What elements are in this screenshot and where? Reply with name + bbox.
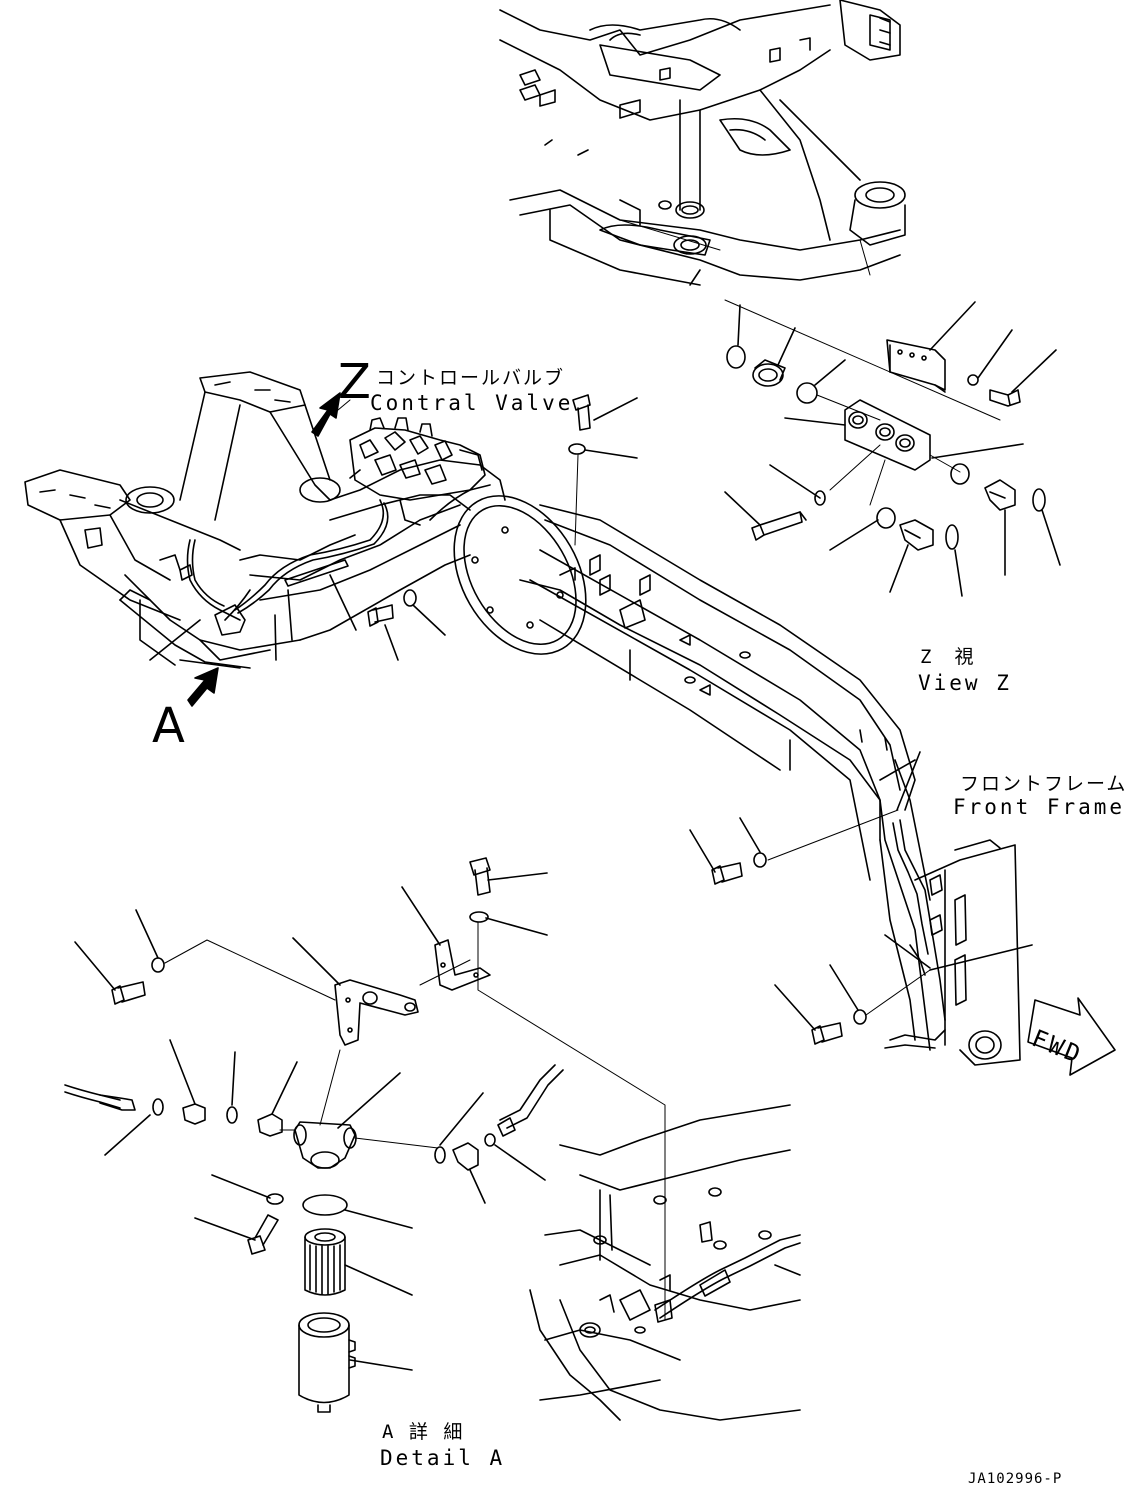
view-a-arrow xyxy=(187,667,219,707)
view-z-label-jp: Z 視 xyxy=(920,646,976,668)
view-z-label-en: View Z xyxy=(918,671,1012,695)
filter-element xyxy=(304,1228,346,1296)
elbow-fitting xyxy=(899,519,934,551)
washer xyxy=(469,911,489,923)
control-valve xyxy=(349,417,486,501)
o-ring xyxy=(484,1133,496,1147)
washer xyxy=(568,443,586,455)
detail-a-label-jp: A 詳 細 xyxy=(382,1421,465,1443)
bracket-plate xyxy=(886,339,946,393)
o-ring xyxy=(726,345,746,369)
o-ring xyxy=(152,1098,164,1116)
filter-o-ring xyxy=(302,1194,348,1216)
bolt xyxy=(751,511,807,541)
bolt xyxy=(367,604,394,627)
bolt xyxy=(811,1022,843,1045)
rear-frame-left xyxy=(24,371,506,669)
o-ring xyxy=(950,463,970,485)
detail-a-parts xyxy=(64,857,666,1413)
view-z-arrow xyxy=(311,392,341,437)
washer xyxy=(753,852,767,868)
front-frame-label-jp: フロントフレーム xyxy=(960,773,1128,795)
o-ring xyxy=(434,1146,446,1164)
front-frame-label-en: Front Frame xyxy=(953,795,1126,819)
washer xyxy=(151,957,165,973)
filter-case xyxy=(298,1312,356,1413)
frame-detail-a xyxy=(529,1104,801,1421)
bolt xyxy=(111,981,146,1005)
elbow-fitting xyxy=(452,1142,479,1171)
fitting xyxy=(182,1103,206,1125)
o-ring xyxy=(945,524,959,550)
manifold-block xyxy=(844,399,931,471)
fitting xyxy=(257,1113,283,1137)
hose xyxy=(64,1084,136,1111)
washer xyxy=(853,1009,867,1025)
hose-routing xyxy=(179,484,491,636)
detail-a-label-en: Detail A xyxy=(380,1446,506,1470)
bolt xyxy=(989,389,1021,407)
front-frame xyxy=(453,495,1021,1066)
bolt xyxy=(711,862,743,885)
washer xyxy=(266,1193,284,1205)
bolt xyxy=(469,857,491,896)
drawing-number: JA102996-P xyxy=(968,1471,1063,1487)
bolt xyxy=(572,394,591,431)
l-bracket xyxy=(434,939,491,991)
elbow-fitting xyxy=(984,479,1016,511)
filter-bracket xyxy=(334,979,419,1046)
o-ring xyxy=(796,382,818,404)
control-valve-label-en: Contral Valve xyxy=(370,391,574,415)
rear-frame-top xyxy=(499,0,1001,421)
hose xyxy=(497,1064,564,1137)
washer xyxy=(403,589,417,607)
fwd-arrow xyxy=(1027,997,1116,1076)
fitting xyxy=(752,359,786,387)
o-ring xyxy=(1032,488,1046,512)
o-ring xyxy=(226,1106,238,1124)
o-ring xyxy=(876,507,896,529)
filter-head xyxy=(293,1121,357,1169)
view-z-letter: Z xyxy=(338,354,371,410)
bolt xyxy=(247,1214,279,1255)
view-z-parts xyxy=(724,301,1061,597)
control-valve-label-jp: コントロールバルブ xyxy=(376,367,566,389)
view-a-letter: A xyxy=(152,698,185,754)
